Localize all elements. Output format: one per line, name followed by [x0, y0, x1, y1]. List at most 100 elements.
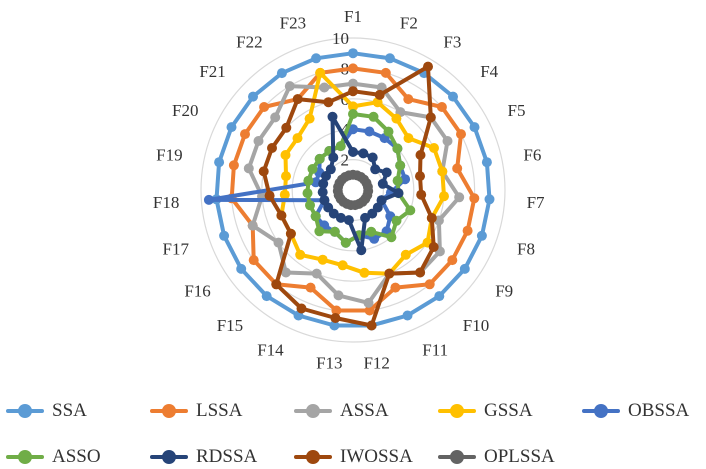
data-point: [279, 189, 290, 200]
data-point: [348, 124, 358, 135]
data-point: [476, 230, 487, 241]
data-point: [280, 150, 291, 160]
data-point: [203, 194, 214, 205]
data-point: [484, 194, 495, 205]
legend-swatch-icon: [148, 399, 190, 423]
data-point: [370, 164, 381, 175]
data-point: [436, 102, 447, 112]
data-point: [311, 268, 322, 279]
data-point: [315, 67, 326, 78]
data-point: [367, 152, 378, 163]
grid-ring: [200, 37, 506, 343]
data-point: [285, 228, 296, 239]
category-label: F11: [422, 341, 448, 360]
series-line: [214, 51, 492, 328]
data-point: [302, 188, 313, 199]
data-point: [462, 225, 473, 236]
data-point: [381, 167, 392, 178]
category-label: F15: [217, 316, 243, 335]
data-point: [307, 164, 318, 174]
legend-label: ASSA: [340, 400, 389, 421]
data-point: [319, 195, 330, 206]
legend-item-ssa: SSA: [4, 399, 87, 423]
data-point: [261, 291, 272, 302]
data-point: [364, 305, 375, 316]
data-point: [392, 143, 403, 154]
category-label: F20: [172, 101, 198, 120]
category-label: F10: [463, 316, 489, 335]
category-label: F19: [156, 146, 182, 165]
data-point: [359, 267, 370, 278]
data-point: [360, 212, 371, 223]
data-point: [447, 255, 458, 266]
data-point: [310, 211, 321, 222]
data-point: [366, 226, 377, 237]
data-point: [400, 174, 411, 185]
data-point: [219, 230, 230, 241]
data-point: [271, 279, 282, 290]
data-point: [333, 290, 344, 301]
data-point: [384, 268, 395, 279]
data-point: [311, 53, 322, 64]
data-point: [400, 249, 411, 260]
data-point: [258, 166, 269, 177]
tick-label: 10: [332, 29, 349, 48]
data-point: [325, 164, 336, 175]
data-point: [348, 101, 358, 112]
data-point: [314, 153, 325, 164]
data-point: [452, 163, 463, 174]
legend-label: LSSA: [196, 400, 243, 421]
data-point: [428, 242, 439, 252]
series-layer: [203, 48, 495, 331]
data-point: [281, 122, 292, 133]
data-point: [259, 102, 270, 112]
data-point: [364, 126, 375, 137]
legend-label: GSSA: [484, 400, 533, 421]
data-point: [214, 157, 225, 168]
data-point: [295, 249, 306, 260]
category-label: F23: [280, 14, 306, 33]
data-point: [437, 166, 448, 177]
legend-item-oplssa: OPLSSA: [436, 445, 555, 469]
data-point: [253, 136, 264, 146]
tick-label: 2: [341, 151, 350, 170]
data-point: [305, 282, 316, 293]
legend-swatch-icon: [580, 399, 622, 423]
data-point: [226, 122, 237, 133]
data-point: [337, 260, 348, 271]
data-point: [303, 175, 314, 186]
legend-label: SSA: [52, 400, 87, 421]
data-point: [281, 171, 291, 182]
data-point: [318, 178, 329, 189]
data-point: [284, 81, 295, 92]
data-point: [292, 94, 303, 105]
data-point: [448, 91, 458, 102]
data-point: [270, 112, 281, 123]
category-label: F4: [480, 62, 498, 81]
category-label: F22: [236, 32, 262, 51]
data-point: [374, 89, 385, 100]
data-point: [343, 170, 354, 181]
data-point: [392, 175, 403, 186]
data-point: [276, 68, 287, 79]
data-point: [323, 97, 334, 108]
legend-label: RDSSA: [196, 446, 258, 467]
legend-swatch-icon: [436, 445, 478, 469]
data-point: [469, 193, 480, 204]
data-point: [348, 147, 358, 157]
data-point: [384, 53, 395, 64]
category-label: F17: [163, 239, 190, 258]
legend-swatch-icon: [292, 445, 334, 469]
data-point: [393, 188, 404, 199]
data-point: [329, 226, 340, 237]
legend-swatch-icon: [4, 445, 46, 469]
category-label: F21: [199, 62, 225, 81]
data-point: [340, 237, 351, 248]
category-label: F16: [184, 281, 210, 300]
category-label: F18: [153, 193, 179, 212]
data-point: [424, 279, 435, 290]
data-point: [348, 78, 358, 89]
